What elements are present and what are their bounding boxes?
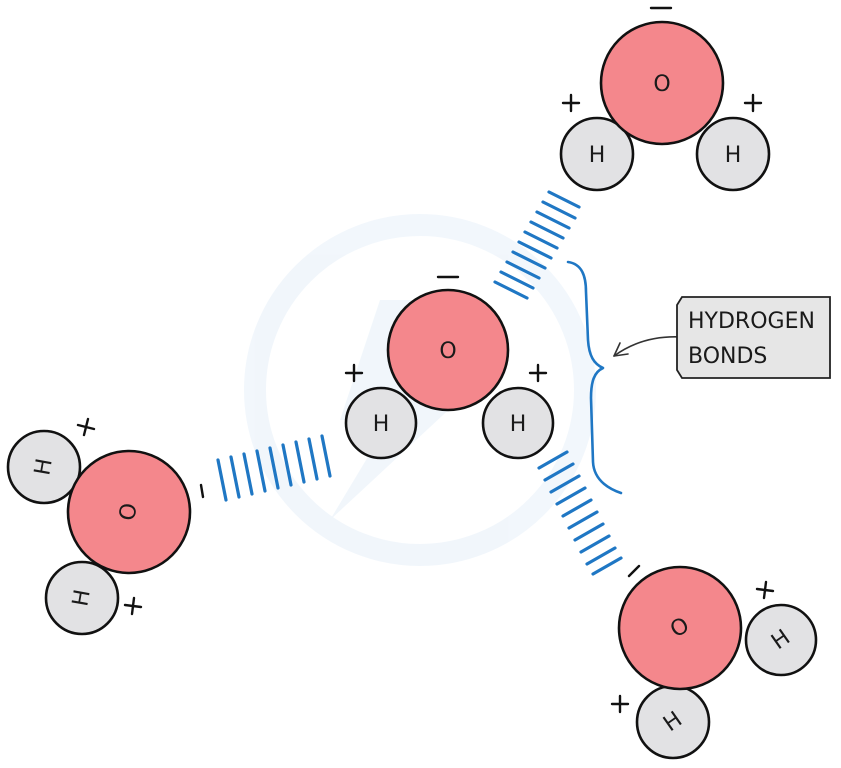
- hydrogen-label: H: [589, 143, 606, 168]
- hydrogen-label: H: [30, 457, 57, 478]
- positive-charge-sign: [743, 93, 763, 113]
- positive-charge-sign: [610, 694, 630, 714]
- hydrogen-label: H: [725, 143, 742, 168]
- hydrogen-bond-left: [216, 434, 332, 502]
- water-molecule-left: O H H: [6, 417, 205, 636]
- hydrogen-atom: [695, 116, 771, 192]
- hydrogen-label: H: [68, 588, 95, 609]
- hydrogen-label: H: [510, 412, 527, 437]
- oxygen-label: O: [115, 501, 143, 522]
- label-line-1: HYDROGEN: [688, 309, 815, 334]
- label-pointer-arrow: [613, 333, 685, 357]
- positive-charge-sign: [528, 363, 548, 383]
- negative-charge-sign: [627, 564, 641, 578]
- positive-charge-sign: [344, 363, 364, 383]
- hydrogen-bonds-label-tag: HYDROGEN BONDS: [676, 296, 831, 379]
- hydrogen-atom: [44, 560, 120, 636]
- water-molecule-center: O H H: [344, 275, 555, 460]
- oxygen-atom: [599, 20, 725, 146]
- positive-charge-sign: [755, 580, 775, 600]
- hydrogen-bond-upper-right: [493, 190, 581, 300]
- positive-charge-sign: [76, 417, 96, 437]
- hydrogen-bond-brace: [566, 260, 623, 495]
- hydrogen-atom: [6, 429, 82, 505]
- hydrogen-atom: [481, 386, 555, 460]
- water-molecule-top-right: O H H: [559, 6, 771, 192]
- label-line-2: BONDS: [688, 344, 767, 369]
- oxygen-label: O: [439, 339, 456, 364]
- negative-charge-sign: [199, 483, 205, 499]
- water-molecule-bottom-right: O H H: [610, 564, 818, 760]
- hydrogen-label: H: [373, 412, 390, 437]
- hydrogen-atom: [744, 603, 818, 677]
- oxygen-atom: [617, 565, 743, 691]
- oxygen-atom: [386, 288, 510, 412]
- positive-charge-sign: [561, 93, 581, 113]
- positive-charge-sign: [123, 596, 143, 616]
- oxygen-label: O: [653, 72, 670, 97]
- hydrogen-atom: [559, 116, 635, 192]
- oxygen-atom: [66, 449, 192, 575]
- hydrogen-atom: [344, 386, 418, 460]
- hydrogen-bond-lower-right: [537, 450, 623, 576]
